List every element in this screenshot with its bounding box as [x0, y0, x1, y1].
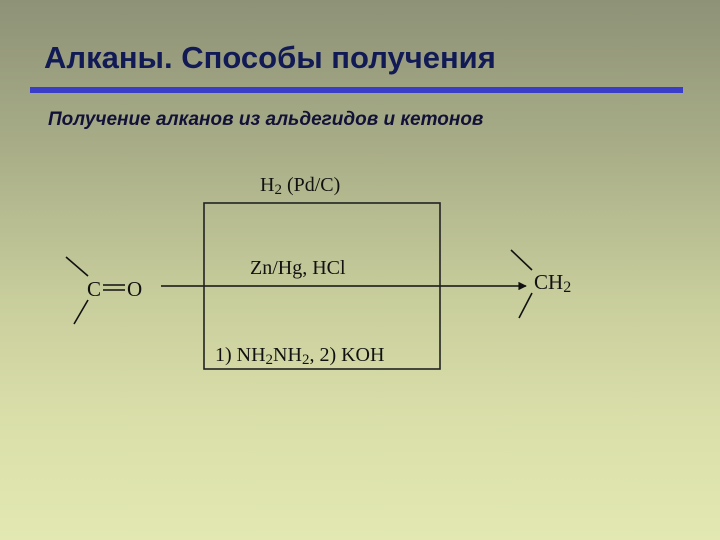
- carbon-atom-label: C: [87, 277, 101, 301]
- slide-title: Алканы. Способы получения: [44, 40, 496, 75]
- title-underline: [30, 87, 683, 93]
- oxygen-atom-label: O: [127, 277, 142, 301]
- product-upper-bond: [510, 249, 533, 271]
- reactant-carbonyl: C O: [65, 256, 142, 325]
- condition-hydrogenation: H2 (Pd/C): [260, 174, 340, 198]
- product-methylene: CH2: [510, 249, 571, 319]
- conditions-box: [203, 202, 441, 370]
- product-ch2-label: CH2: [534, 270, 571, 296]
- condition-wolff-kishner: 1) NH2NH2, 2) KOH: [215, 344, 384, 368]
- reactant-lower-bond: [73, 299, 89, 325]
- condition-clemmensen: Zn/Hg, HCl: [250, 257, 346, 279]
- reactant-upper-bond: [65, 256, 89, 277]
- product-lower-bond: [518, 292, 533, 319]
- slide-subtitle: Получение алканов из альдегидов и кетоно…: [48, 109, 484, 130]
